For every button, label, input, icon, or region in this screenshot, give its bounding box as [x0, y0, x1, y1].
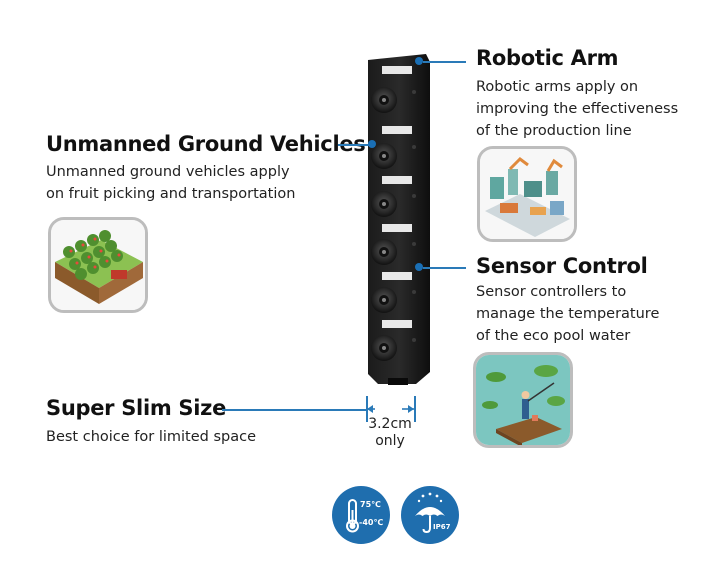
sensor-desc-line: Sensor controllers to: [476, 284, 627, 300]
thermometer-icon: [346, 499, 359, 533]
slim-description: Best choice for limited space: [46, 426, 256, 448]
temperature-low: -40℃: [359, 518, 384, 527]
sensor-desc-line: manage the temperature: [476, 306, 660, 322]
dimension-tick-right: [414, 396, 416, 422]
ugv-description: Unmanned ground vehicles apply on fruit …: [46, 161, 295, 205]
factory-line-illustration: [480, 149, 574, 239]
dimension-tick-left: [366, 396, 368, 422]
slim-connector: [222, 409, 366, 411]
ugv-thumbnail: [48, 217, 148, 313]
robotic-arm-description: Robotic arms apply on improving the effe…: [476, 76, 678, 142]
umbrella-icon: [415, 492, 445, 534]
dimension-arrows: [367, 405, 414, 413]
robotic-arm-thumbnail: [477, 146, 577, 242]
robotic-arm-marker: [415, 57, 423, 65]
waterproof-rating: IP67: [433, 523, 451, 531]
pond-illustration: [476, 355, 570, 445]
sensor-desc-line: of the eco pool water: [476, 328, 631, 344]
temperature-badge: 75℃ -40℃: [332, 486, 390, 544]
robotic-arm-desc-line: Robotic arms apply on: [476, 79, 639, 95]
robotic-arm-desc-line: of the production line: [476, 123, 632, 139]
ugv-desc-line: Unmanned ground vehicles apply: [46, 164, 290, 180]
ugv-desc-line: on fruit picking and transportation: [46, 186, 296, 202]
dimension-label: 3.2cm only: [358, 416, 422, 450]
sensor-connector: [423, 267, 466, 269]
ugv-marker: [368, 140, 376, 148]
temperature-high: 75℃: [360, 500, 381, 509]
sensor-marker: [415, 263, 423, 271]
product-image: [360, 52, 436, 387]
ugv-title: Unmanned Ground Vehicles: [46, 132, 366, 156]
orchard-illustration: [51, 220, 145, 310]
sensor-description: Sensor controllers to manage the tempera…: [476, 281, 659, 347]
robotic-arm-connector: [423, 61, 466, 63]
slim-desc-line: Best choice for limited space: [46, 429, 256, 445]
sensor-thumbnail: [473, 352, 573, 448]
distribution-box-illustration: [368, 54, 430, 385]
sensor-title: Sensor Control: [476, 254, 648, 278]
ugv-connector: [338, 144, 372, 146]
robotic-arm-desc-line: improving the effectiveness: [476, 101, 679, 117]
robotic-arm-title: Robotic Arm: [476, 46, 619, 70]
dimension-note: only: [375, 433, 405, 449]
dimension-value: 3.2cm: [368, 416, 412, 432]
waterproof-badge: IP67: [401, 486, 459, 544]
slim-title: Super Slim Size: [46, 396, 227, 420]
